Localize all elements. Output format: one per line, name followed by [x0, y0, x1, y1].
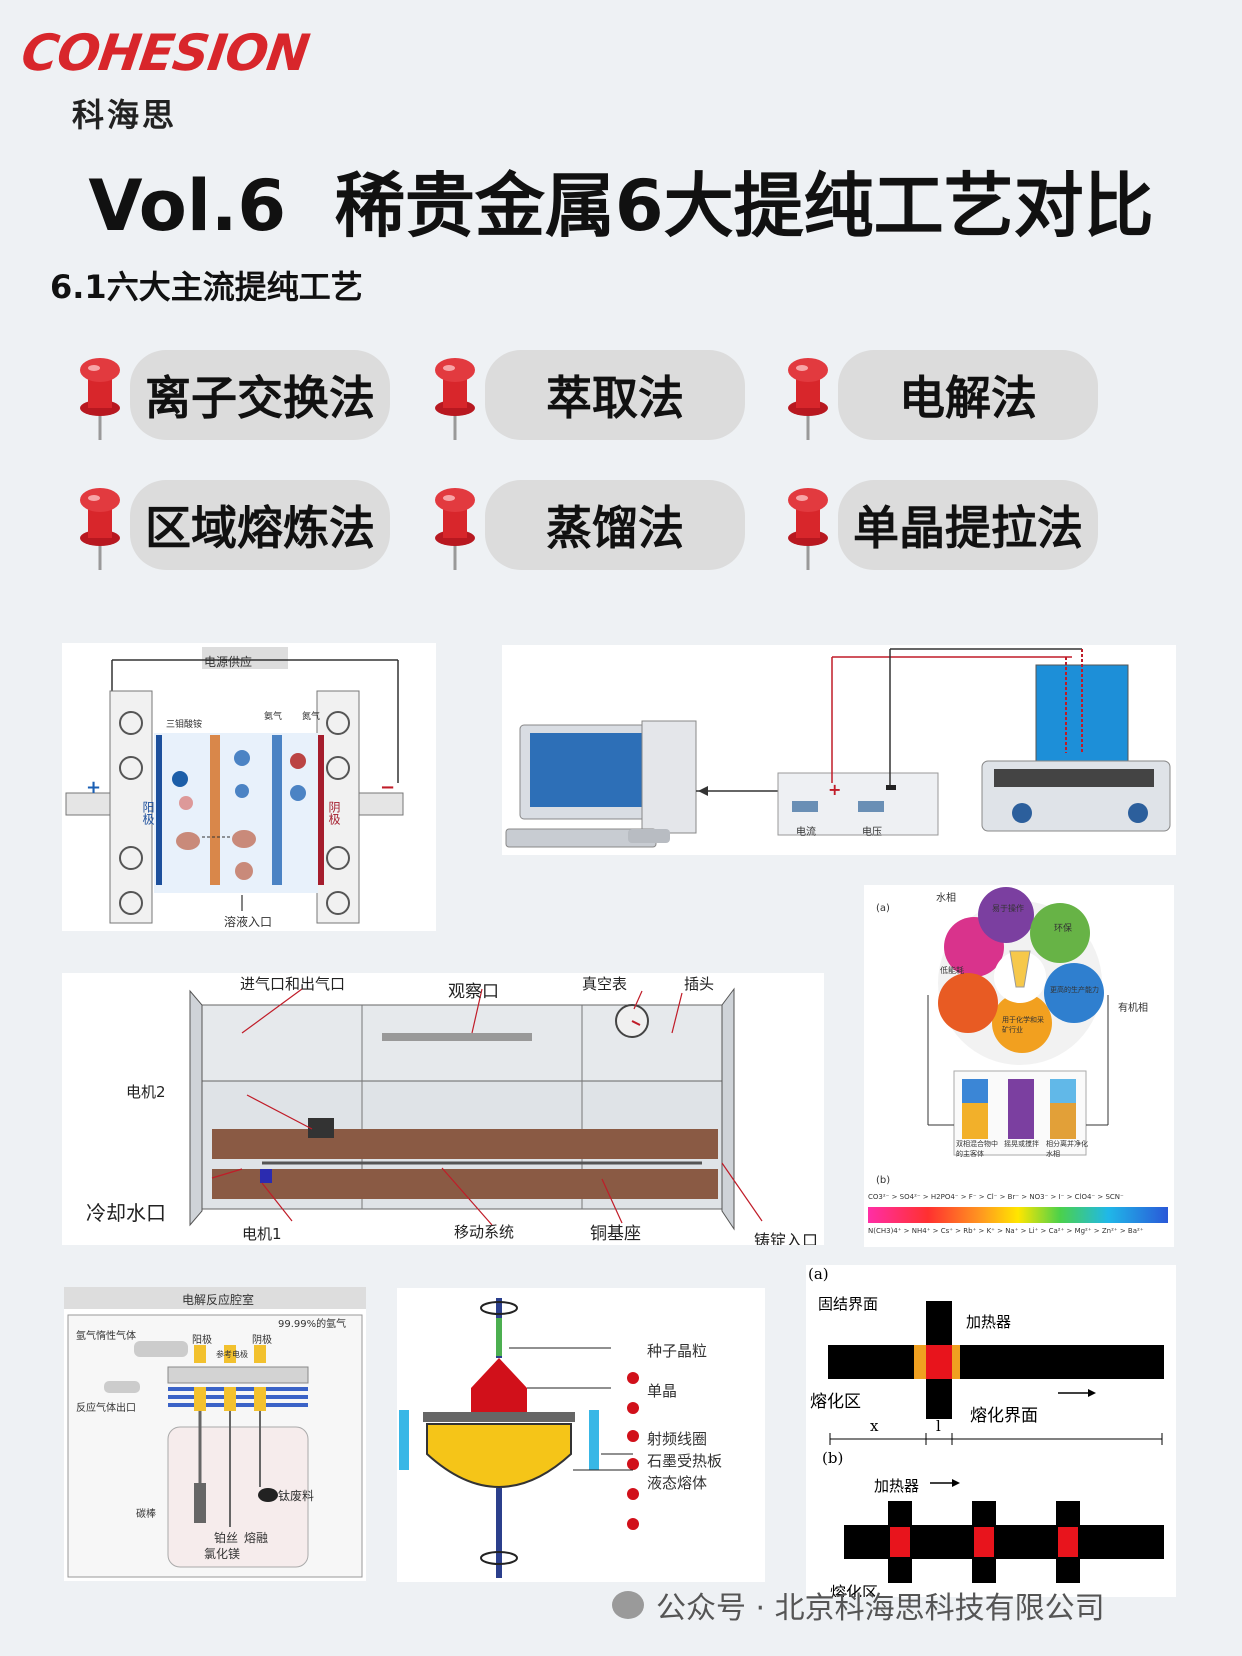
label-x: x	[870, 1417, 879, 1435]
method-pill: 单晶提拉法	[838, 480, 1098, 570]
brand-logo: COHESION	[17, 24, 313, 82]
pushpin-icon	[780, 348, 836, 444]
label-melt-interface: 熔化界面	[970, 1406, 1038, 1426]
method-pill: 蒸馏法	[485, 480, 745, 570]
figure-extraction: (a) (b) 水相 有机相 易于操作 环保 低能耗 更高的生产能力 用于化学和…	[864, 885, 1174, 1247]
zone-furnace-diagram	[189, 987, 763, 1231]
label-seed-crystal: 种子晶粒	[647, 1342, 708, 1360]
label-cathode: 阴极	[327, 801, 341, 825]
figure-ion-exchange: + − 电源供应 阳极 阴极 溶液入口 三钼酸铵 氨气 氮气	[62, 643, 436, 931]
footer-watermark: 公众号 · 北京科海思科技有限公司	[612, 1583, 1105, 1627]
label-cooling: 冷却水口	[86, 1201, 166, 1225]
label-panel-b: (b)	[822, 1449, 844, 1467]
label-anion-series: CO3²⁻ > SO4²⁻ > H2PO4⁻ > F⁻ > Cl⁻ > Br⁻ …	[868, 1193, 1124, 1201]
ion-exchange-diagram: + −	[65, 647, 404, 924]
label-ingot-inlet: 铸锭入口	[754, 1231, 819, 1245]
label-anode: 阳极	[192, 1335, 212, 1346]
label-heater-a: 加热器	[966, 1313, 1012, 1331]
label-rf-coil: 射频线圈	[647, 1430, 708, 1448]
label-panel-a: (a)	[876, 903, 890, 914]
pushpin-icon	[780, 478, 836, 574]
svg-text:+: +	[86, 777, 101, 798]
pushpin-icon	[427, 478, 483, 574]
label-low-energy: 低能耗	[940, 966, 964, 975]
label-small-1: 三钼酸铵	[166, 720, 203, 730]
label-step-1: 双相混合物中的主客体	[956, 1140, 998, 1158]
label-reference: 参考电极	[216, 1350, 248, 1359]
label-viewport: 观察口	[448, 982, 499, 1002]
label-molten-zone-b: 熔化区	[830, 1583, 879, 1597]
label-mining: 用于化学和采矿行业	[1002, 1016, 1044, 1034]
electro-chamber-diagram	[64, 1287, 366, 1578]
label-small-2: 氨气	[264, 712, 283, 722]
extraction-diagram	[868, 887, 1168, 1223]
label-solution-inlet: 溶液入口	[224, 915, 273, 929]
brand-name: 科海思	[72, 96, 178, 134]
label-easy: 易于操作	[992, 904, 1024, 913]
svg-text:−: −	[380, 777, 395, 798]
label-anode: 阳极	[141, 801, 155, 825]
page-title: Vol.6 稀贵金属6大提纯工艺对比	[88, 165, 1154, 247]
method-pill: 电解法	[838, 350, 1098, 440]
czochralski-diagram	[399, 1298, 639, 1578]
label-carbon-rod: 碳棒	[136, 1509, 156, 1520]
section-subtitle: 6.1六大主流提纯工艺	[50, 268, 363, 306]
wechat-icon	[612, 1591, 644, 1619]
label-gas-port: 进气口和出气口	[240, 975, 346, 993]
label-solid-interface: 固结界面	[818, 1295, 879, 1313]
label-cation-series: N(CH3)4⁺ > NH4⁺ > Cs⁺ > Rb⁺ > K⁺ > Na⁺ >…	[868, 1227, 1144, 1235]
label-l: l	[936, 1417, 941, 1435]
electrolysis-setup-diagram: +	[505, 648, 1171, 848]
label-melt: 液态熔体	[647, 1474, 708, 1492]
label-chamber-title: 电解反应腔室	[182, 1293, 255, 1307]
svg-text:+: +	[828, 780, 841, 799]
method-pill: 萃取法	[485, 350, 745, 440]
label-current: 电流	[796, 827, 816, 838]
label-graphite-plate: 石墨受热板	[647, 1452, 723, 1470]
label-exhaust: 反应气体出口	[76, 1403, 136, 1414]
label-plug: 插头	[684, 975, 715, 993]
label-capacity: 更高的生产能力	[1050, 986, 1099, 994]
label-step-3: 相分离并净化水相	[1046, 1140, 1088, 1158]
label-moving-system: 移动系统	[454, 1223, 515, 1241]
label-vacuum-gauge: 真空表	[582, 975, 628, 993]
label-motor2: 电机2	[126, 1083, 166, 1101]
label-voltage: 电压	[862, 827, 882, 838]
label-copper-base: 铜基座	[590, 1224, 641, 1244]
label-aqueous: 水相	[936, 893, 956, 904]
figure-czochralski: 种子晶粒 单晶 射频线圈 石墨受热板 液态熔体	[397, 1288, 765, 1582]
label-single-crystal: 单晶	[647, 1382, 678, 1400]
pushpin-icon	[72, 348, 128, 444]
label-inert-gas: 氩气惰性气体	[76, 1331, 136, 1342]
label-argon: 99.99%的氩气	[278, 1319, 347, 1330]
pushpin-icon	[427, 348, 483, 444]
zone-melting-diagram	[828, 1301, 1164, 1583]
label-step-2: 摇晃或搅拌	[1004, 1140, 1039, 1148]
label-small-3: 氮气	[302, 712, 321, 722]
label-molten-zone-a: 熔化区	[810, 1392, 861, 1412]
method-pill: 区域熔炼法	[130, 480, 390, 570]
label-pt-wire: 铂丝	[214, 1531, 239, 1545]
label-panel-a: (a)	[808, 1265, 829, 1283]
label-organic: 有机相	[1118, 1003, 1148, 1014]
label-motor1: 电机1	[242, 1225, 282, 1243]
figure-electrolysis-setup: + 电流 电压	[502, 645, 1176, 855]
method-pill: 离子交换法	[130, 350, 390, 440]
label-heater-b: 加热器	[874, 1477, 920, 1495]
figure-zone-melting: (a) (b) 固结界面 加热器 熔化区 熔化界面 x l 加热器 熔化区	[806, 1265, 1176, 1597]
label-mgcl: 氯化镁	[204, 1547, 241, 1561]
figure-zone-furnace: 进气口和出气口 观察口 真空表 插头 电机2 冷却水口 电机1 移动系统 铜基座…	[62, 973, 824, 1245]
footer-text: 公众号 · 北京科海思科技有限公司	[656, 1591, 1105, 1626]
label-eco: 环保	[1054, 924, 1073, 934]
figure-electro-chamber: 电解反应腔室 99.99%的氩气 氩气惰性气体 反应气体出口 阳极 阴极 参考电…	[64, 1287, 366, 1581]
label-power-supply: 电源供应	[204, 655, 253, 669]
label-cathode: 阴极	[252, 1335, 272, 1346]
label-panel-b: (b)	[876, 1175, 891, 1186]
pushpin-icon	[72, 478, 128, 574]
label-molten: 熔融	[244, 1531, 269, 1545]
label-ti-scrap: 钛废料	[278, 1489, 315, 1503]
